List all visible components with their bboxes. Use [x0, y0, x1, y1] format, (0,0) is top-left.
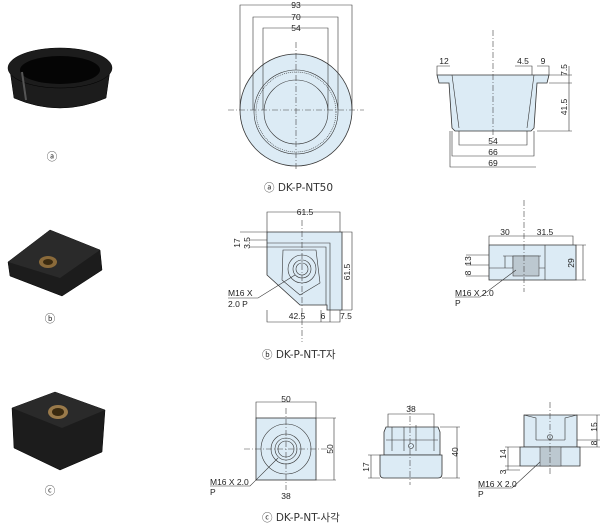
caption-a: ⓐ DK-P-NT50: [264, 182, 333, 194]
side-view-c: 15 8 14 3 M16 X 2.0 P: [478, 402, 600, 499]
dim-b-8: 8: [463, 270, 473, 275]
dim-b-61-5: 61.5: [297, 207, 314, 217]
dim-a-54-side: 54: [488, 136, 498, 146]
dim-c-3: 3: [498, 469, 508, 474]
dim-b-13: 13: [463, 256, 473, 266]
dim-b-3-5: 3.5: [242, 237, 252, 249]
dim-c-50-vertical: 50: [325, 444, 335, 454]
photo-t-connector-b: [7, 229, 103, 297]
marker-c: ⓒ: [45, 485, 56, 497]
dim-c-40: 40: [450, 447, 460, 457]
thread-c-line1: M16 X 2.0: [210, 477, 249, 487]
dim-b-42-5: 42.5: [289, 311, 306, 321]
dim-b-61-5-vertical: 61.5: [342, 263, 352, 280]
dim-c-mid-38: 38: [406, 404, 416, 414]
photo-square-cap-c: [11, 391, 106, 471]
dim-b-7-5: 7.5: [340, 311, 352, 321]
thread-b-line1: M16 X: [228, 288, 253, 298]
thread-c-side-line2: P: [478, 489, 484, 499]
front-view-c: 50 50 M16 X 2.0 P 38: [210, 394, 336, 501]
dim-c-15: 15: [589, 422, 599, 432]
dim-c-38: 38: [281, 491, 291, 501]
caption-b: ⓑ DK-P-NT-T자: [262, 349, 336, 361]
front-view-b: 61.5 17 3.5 61.5 M16 X 2.0 P 42.5 6 7.5: [228, 207, 353, 342]
dim-a-4-5: 4.5: [517, 56, 529, 66]
front-view-a: 93 70 54: [228, 0, 364, 170]
side-view-a: 12 4.5 9 7.5 41.5 54 66 69: [436, 30, 572, 168]
dim-a-54: 54: [291, 23, 301, 33]
dim-c-14: 14: [498, 449, 508, 459]
marker-a: ⓐ: [47, 151, 58, 163]
dim-a-66: 66: [488, 147, 498, 157]
mid-view-c: 38 40 17: [361, 404, 460, 485]
dim-b-31-5: 31.5: [537, 227, 554, 237]
caption-c: ⓒ DK-P-NT-사각: [262, 512, 340, 523]
dim-b-6: 6: [321, 311, 326, 321]
dim-a-12: 12: [439, 56, 449, 66]
marker-b: ⓑ: [45, 313, 56, 325]
thread-b-side-line2: P: [455, 298, 461, 308]
dim-a-41-5: 41.5: [559, 98, 569, 115]
thread-c-line2: P: [210, 487, 216, 497]
thread-b-side-line1: M16 X 2.0: [455, 288, 494, 298]
dim-a-93: 93: [291, 0, 301, 10]
photo-bushing-a: [7, 47, 113, 109]
dim-b-17: 17: [232, 238, 242, 248]
side-view-b: 30 31.5 13 8 29 M16 X 2.0 P: [455, 200, 586, 308]
thread-c-side-line1: M16 X 2.0: [478, 479, 517, 489]
dim-a-7-5: 7.5: [559, 64, 569, 76]
thread-b-line2: 2.0 P: [228, 299, 248, 309]
dim-b-30: 30: [500, 227, 510, 237]
dim-a-70: 70: [291, 12, 301, 22]
dim-c-50: 50: [281, 394, 291, 404]
dim-a-69: 69: [488, 158, 498, 168]
dim-c-17: 17: [361, 462, 371, 472]
dim-b-29: 29: [566, 258, 576, 268]
dim-c-8: 8: [589, 440, 599, 445]
dim-a-9: 9: [541, 56, 546, 66]
